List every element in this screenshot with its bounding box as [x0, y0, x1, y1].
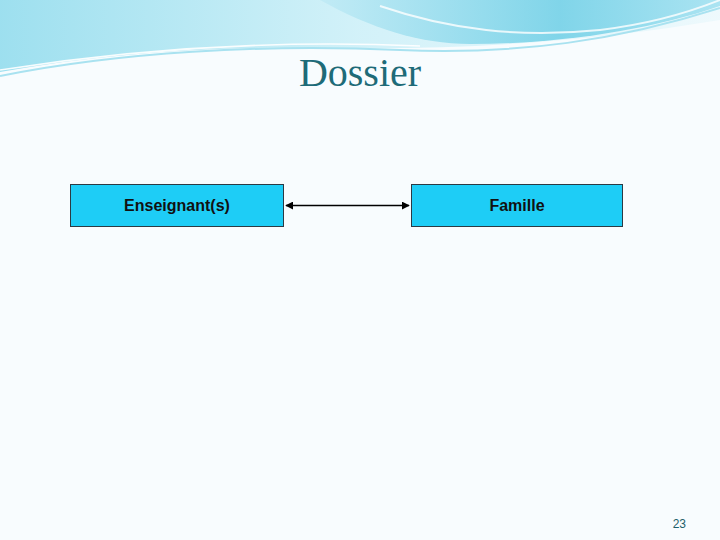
box-label: Enseignant(s): [124, 197, 230, 215]
process-box: Enseignant(s): [70, 184, 284, 227]
double-arrow: [286, 205, 409, 207]
process-box: Famille: [411, 184, 623, 227]
slide-title: Dossier: [0, 46, 720, 100]
page-number: 23: [673, 517, 686, 531]
box-label: Famille: [489, 197, 544, 215]
